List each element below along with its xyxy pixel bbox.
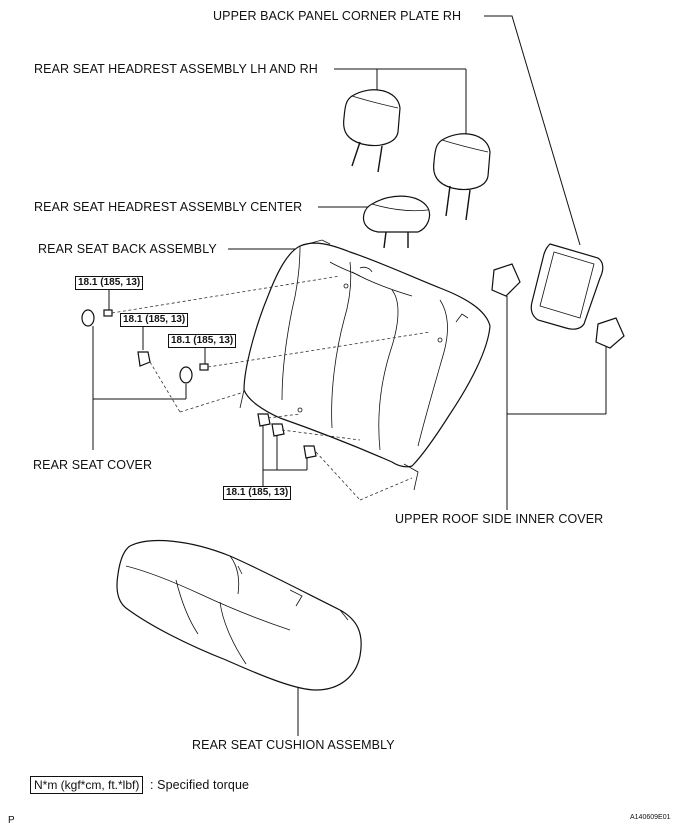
label-headrest-lh-rh: REAR SEAT HEADREST ASSEMBLY LH AND RH [34, 62, 318, 76]
seat-cover-cap-right [179, 366, 193, 384]
seat-back [239, 239, 491, 491]
torque-spec-1: 18.1 (185, 13) [75, 276, 144, 290]
legend-torque-unit: N*m (kgf*cm, ft.*lbf) [30, 776, 144, 794]
corner-plate [530, 243, 604, 330]
headrest-rh [433, 133, 491, 221]
headrest-center [362, 195, 431, 249]
torque-spec-4: 18.1 (185, 13) [223, 486, 292, 500]
label-upper-back-panel-corner-plate: UPPER BACK PANEL CORNER PLATE RH [213, 9, 462, 23]
headrest-lh [343, 89, 401, 173]
torque-spec-3: 18.1 (185, 13) [168, 334, 237, 348]
label-seat-cushion-assembly: REAR SEAT CUSHION ASSEMBLY [192, 738, 395, 752]
label-upper-roof-side-inner-cover: UPPER ROOF SIDE INNER COVER [395, 512, 604, 526]
legend-text: : Specified torque [150, 778, 250, 792]
seat-cover-cap-left [81, 309, 95, 327]
footer-figure-code: A140609E01 [630, 814, 671, 821]
roof-side-cover-right [595, 317, 625, 349]
roof-side-cover-left [491, 263, 521, 297]
footer-page-letter: P [8, 815, 15, 826]
label-headrest-center: REAR SEAT HEADREST ASSEMBLY CENTER [34, 200, 303, 214]
alignment-lines [111, 275, 431, 501]
seat-cushion [116, 539, 362, 691]
label-seat-back-assembly: REAR SEAT BACK ASSEMBLY [38, 242, 217, 256]
leader-lines [92, 15, 607, 736]
torque-spec-2: 18.1 (185, 13) [120, 313, 189, 327]
label-rear-seat-cover: REAR SEAT COVER [33, 458, 153, 472]
